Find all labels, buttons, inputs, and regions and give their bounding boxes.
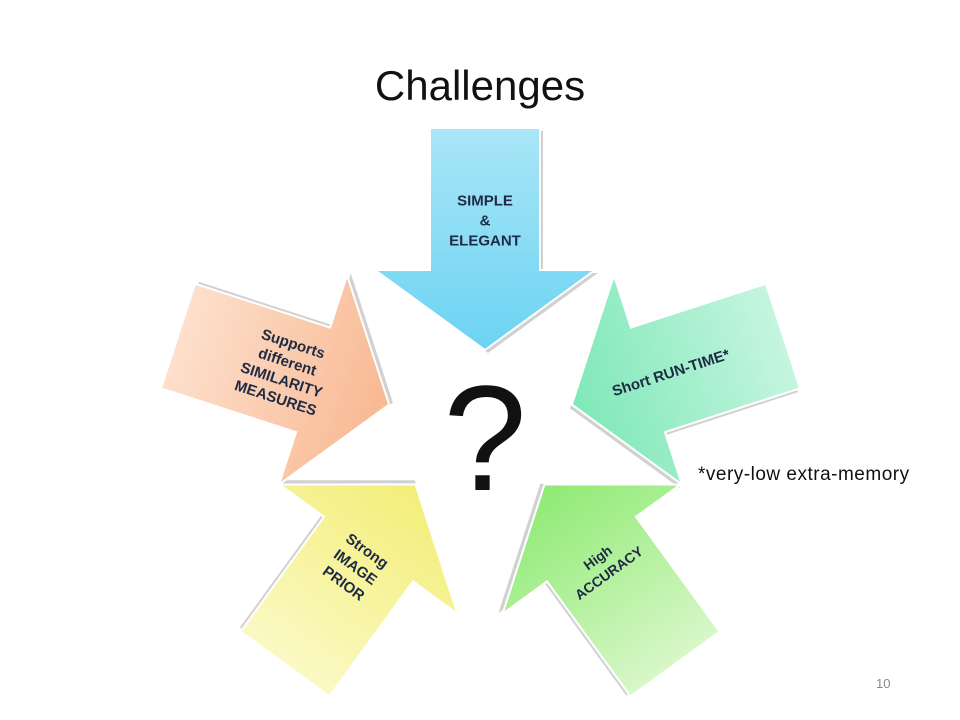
arrow-high-accuracy: HighACCURACY bbox=[498, 483, 721, 698]
arrow-label-line: & bbox=[480, 212, 491, 229]
footnote: *very-low extra-memory bbox=[698, 464, 910, 485]
arrow-body bbox=[570, 272, 802, 488]
arrow-body bbox=[371, 127, 599, 352]
arrow-label-simple-elegant: SIMPLE & ELEGANT bbox=[449, 192, 521, 249]
arrow-body bbox=[500, 483, 721, 698]
arrow-simple-elegant: SIMPLE & ELEGANT bbox=[371, 127, 599, 353]
arrow-label-line: SIMPLE bbox=[457, 192, 513, 209]
arrow-body bbox=[239, 483, 460, 698]
arrow-short-runtime: Short RUN-TIME* bbox=[569, 272, 802, 489]
center-question-mark: ? bbox=[443, 354, 526, 522]
page-number: 10 bbox=[876, 676, 891, 691]
arrow-label-line: ELEGANT bbox=[449, 232, 521, 249]
arrow-strong-image-prior: StrongIMAGEPRIOR bbox=[239, 480, 460, 698]
slide-title: Challenges bbox=[374, 62, 586, 109]
arrow-supports-similarity: SupportsdifferentSIMILARITYMEASURES bbox=[159, 272, 393, 488]
arrow-body bbox=[159, 272, 391, 488]
